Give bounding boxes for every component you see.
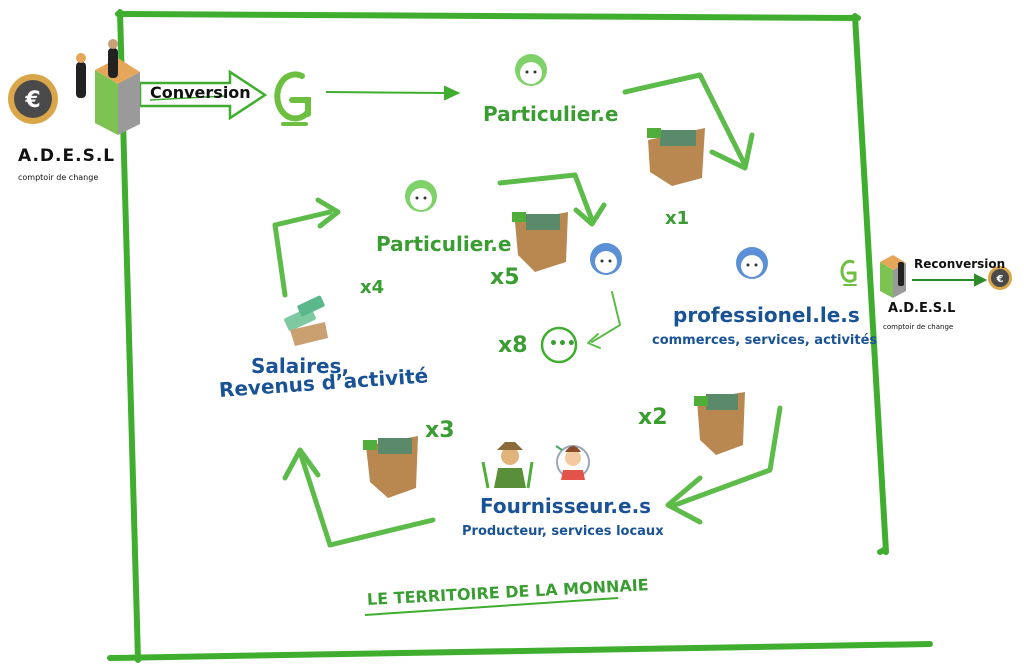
adesl-right-subtitle: comptoir de change	[883, 323, 954, 331]
particulier-mid-label: Particulier.e	[376, 232, 512, 256]
conversion-label: Conversion	[150, 83, 251, 102]
local-currency-icon	[274, 71, 311, 126]
multiplier-x1: x1	[665, 208, 690, 229]
salaires-label-line1: Salaires,	[251, 354, 350, 378]
multiplier-x5: x5	[490, 265, 520, 290]
multiplier-x2: x2	[638, 405, 668, 430]
fournisseurs-label: Fournisseur.e.s	[480, 494, 652, 518]
person-icon-green-top	[515, 54, 547, 86]
person-icon-blue-pro	[736, 247, 768, 279]
reconversion-label: Reconversion	[914, 257, 1006, 271]
reconversion-arrow	[912, 273, 988, 287]
euro-coin-small-icon: €	[988, 266, 1012, 290]
conversion-arrow	[138, 69, 268, 121]
arrow-to-more	[591, 291, 621, 343]
exchange-booth-icon	[76, 39, 140, 135]
farmer-icon	[481, 442, 534, 489]
exchange-booth-small-icon	[880, 255, 906, 298]
basket-icon-3	[694, 392, 745, 455]
money-hand-icon	[284, 295, 328, 346]
territory-label-underline	[364, 597, 619, 616]
service-worker-icon	[555, 445, 590, 480]
flow-arrows	[272, 72, 783, 548]
professionnels-sub-label: commerces, services, activités	[652, 333, 878, 348]
particulier-top-label: Particulier.e	[483, 102, 619, 126]
multiplier-x4: x4	[360, 277, 385, 298]
adesl-left-title: A.D.E.S.L	[18, 146, 116, 166]
arrow-mid-right	[497, 172, 595, 223]
arrow-right-down	[672, 405, 783, 508]
svg-text:€: €	[24, 88, 40, 113]
basket-icon-2	[512, 212, 568, 272]
arrow-g-to-particulier	[325, 85, 461, 101]
arrow-bottom-left	[297, 449, 436, 548]
svg-text:€: €	[996, 274, 1004, 285]
fournisseurs-sub-label: Producteur, services locaux	[462, 524, 664, 539]
person-icon-blue-small	[590, 243, 622, 275]
person-icon-green-mid	[405, 180, 437, 212]
adesl-left-subtitle: comptoir de change	[18, 173, 99, 182]
multiplier-x8: x8	[498, 333, 528, 358]
professionnels-label: professionel.le.s	[673, 303, 860, 327]
more-circle-icon	[540, 326, 578, 364]
local-currency-small-icon	[840, 259, 857, 286]
adesl-right-title: A.D.E.S.L	[888, 301, 956, 316]
basket-icon-1	[647, 128, 705, 186]
multiplier-x3: x3	[425, 418, 455, 443]
euro-coin-icon: €	[8, 74, 58, 124]
arrow-top-right	[622, 72, 748, 168]
arrow-left-up	[272, 209, 333, 298]
basket-icon-4	[363, 436, 418, 498]
more-dots: •••	[549, 336, 576, 352]
